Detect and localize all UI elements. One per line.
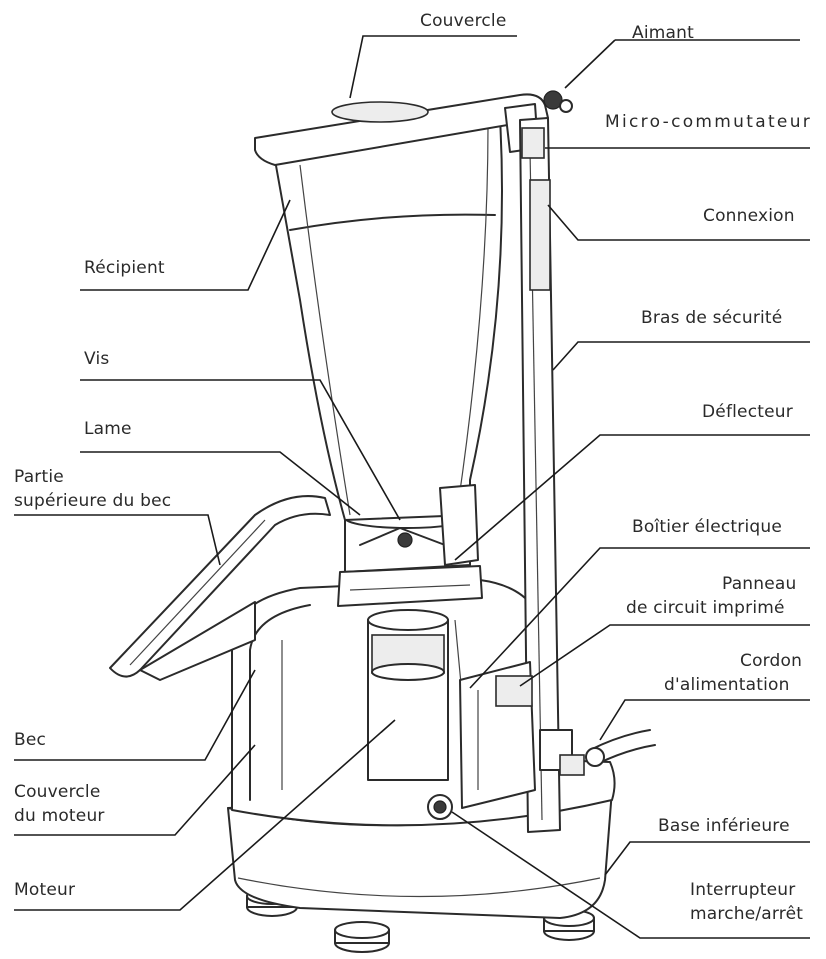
label-partie-sup-bec-2: supérieure du bec bbox=[14, 491, 171, 511]
electrical-box bbox=[459, 661, 585, 809]
label-panneau-1: Panneau bbox=[722, 574, 797, 594]
label-deflecteur: Déflecteur bbox=[702, 402, 793, 422]
label-interrupteur-2: marche/arrêt bbox=[690, 904, 803, 924]
label-bras-securite: Bras de sécurité bbox=[641, 308, 782, 328]
label-micro-commutateur: Micro-commutateur bbox=[605, 112, 810, 132]
label-couvercle: Couvercle bbox=[420, 11, 507, 31]
labels: Couvercle Aimant Micro-commutateur Conne… bbox=[14, 11, 810, 924]
motor bbox=[367, 609, 449, 781]
leader-lines bbox=[14, 35, 810, 939]
container bbox=[274, 117, 503, 521]
label-aimant: Aimant bbox=[632, 23, 694, 43]
label-cordon-1: Cordon bbox=[740, 651, 802, 671]
label-boitier-electrique: Boîtier électrique bbox=[632, 517, 782, 537]
label-lame: Lame bbox=[84, 419, 132, 439]
label-interrupteur-1: Interrupteur bbox=[690, 880, 795, 900]
label-recipient: Récipient bbox=[84, 258, 165, 278]
label-connexion: Connexion bbox=[703, 206, 795, 226]
label-couvercle-moteur-1: Couvercle bbox=[14, 782, 101, 802]
label-bec: Bec bbox=[14, 730, 46, 750]
label-cordon-2: d'alimentation bbox=[664, 675, 790, 695]
label-couvercle-moteur-2: du moteur bbox=[14, 806, 105, 826]
label-panneau-2: de circuit imprimé bbox=[626, 598, 785, 618]
label-partie-sup-bec-1: Partie bbox=[14, 467, 64, 487]
spout bbox=[109, 495, 331, 681]
power-cord bbox=[585, 729, 656, 767]
safety-arm bbox=[504, 90, 573, 833]
label-vis: Vis bbox=[84, 349, 109, 369]
blender-illustration bbox=[109, 90, 656, 953]
label-moteur: Moteur bbox=[14, 880, 75, 900]
deflector bbox=[439, 484, 479, 566]
onoff-switch bbox=[427, 794, 453, 820]
label-base-inferieure: Base inférieure bbox=[658, 816, 790, 836]
